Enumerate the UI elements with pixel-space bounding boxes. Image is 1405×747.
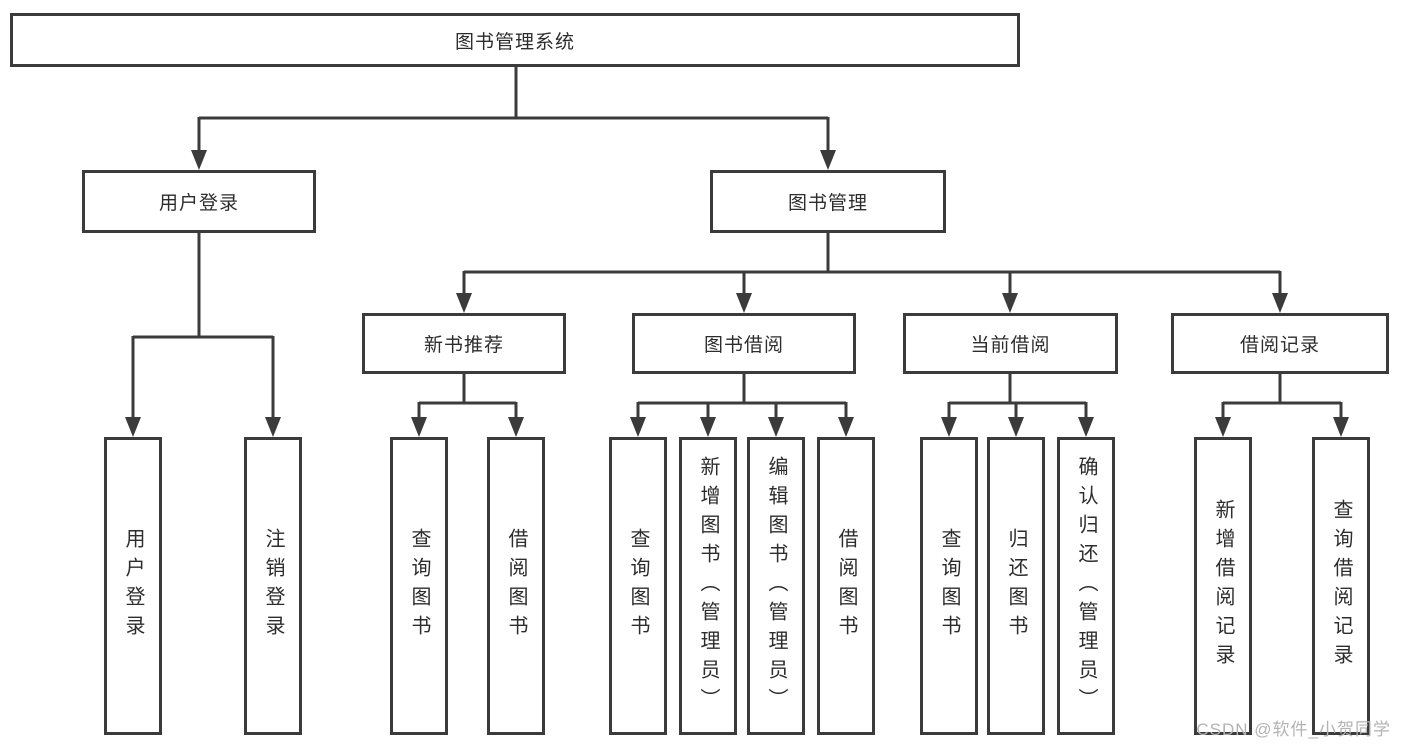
node-label: 图书管理系统	[454, 31, 575, 53]
leaf-edit-books-admin: 编辑图书（管理员）	[747, 437, 805, 735]
node-label: 查询借阅记录	[1330, 499, 1352, 673]
leaf-borrow-books-recommend: 借阅图书	[487, 437, 545, 735]
node-label: 借阅图书	[505, 528, 527, 644]
node-label: 用户登录	[158, 193, 239, 214]
node-label: 借阅图书	[835, 528, 857, 644]
node-label: 归还图书	[1005, 528, 1027, 644]
node-label: 用户登录	[122, 528, 144, 644]
leaf-confirm-return-admin: 确认归还（管理员）	[1057, 437, 1115, 735]
node-label: 查询图书	[938, 528, 960, 644]
node-label: 确认归还（管理员）	[1075, 455, 1097, 717]
node-label: 注销登录	[262, 528, 284, 644]
node-label: 图书借阅	[703, 335, 784, 356]
node-label: 图书管理	[787, 193, 868, 214]
node-label: 借阅记录	[1239, 335, 1320, 356]
node-label: 新增借阅记录	[1212, 499, 1234, 673]
node-book-management: 图书管理	[710, 170, 946, 233]
node-label: 查询图书	[627, 528, 649, 644]
node-label: 新增图书（管理员）	[697, 455, 719, 717]
node-label: 查询图书	[408, 528, 430, 644]
node-borrowing-records: 借阅记录	[1171, 313, 1389, 374]
leaf-add-borrow-record: 新增借阅记录	[1194, 437, 1252, 735]
leaf-borrow-books: 借阅图书	[817, 437, 875, 735]
leaf-query-books-current: 查询图书	[920, 437, 978, 735]
node-user-login: 用户登录	[82, 170, 316, 233]
csdn-watermark: CSDN @软件_小贺同学	[1196, 720, 1391, 739]
leaf-logout: 注销登录	[244, 437, 302, 735]
leaf-add-books-admin: 新增图书（管理员）	[679, 437, 737, 735]
node-current-borrowing: 当前借阅	[903, 313, 1118, 374]
node-label: 编辑图书（管理员）	[765, 455, 787, 717]
leaf-query-books-borrowing: 查询图书	[609, 437, 667, 735]
arrowheads	[125, 150, 1349, 437]
node-new-book-recommend: 新书推荐	[362, 313, 566, 374]
leaf-return-books: 归还图书	[987, 437, 1045, 735]
node-book-borrowing: 图书借阅	[632, 313, 856, 374]
node-root-library-system: 图书管理系统	[10, 13, 1020, 67]
node-label: 新书推荐	[423, 335, 504, 356]
node-label: 当前借阅	[970, 335, 1051, 356]
leaf-query-books-recommend: 查询图书	[390, 437, 448, 735]
leaf-user-login: 用户登录	[104, 437, 162, 735]
leaf-query-borrow-record: 查询借阅记录	[1312, 437, 1370, 735]
